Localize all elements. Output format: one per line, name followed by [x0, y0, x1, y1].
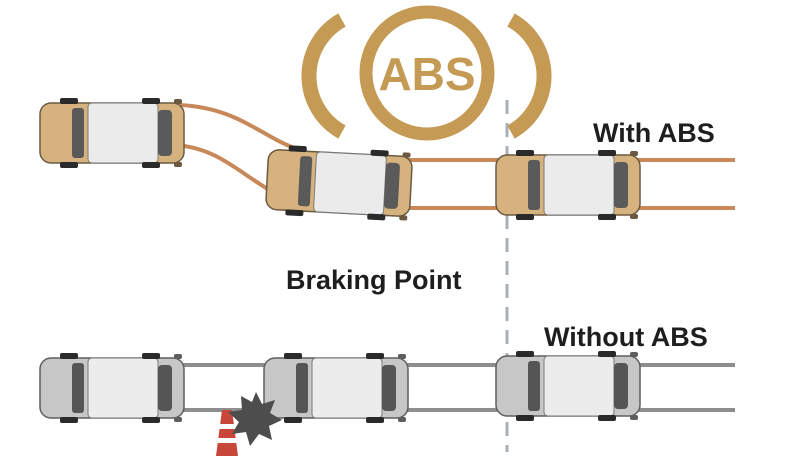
- traffic-cone-icon: [216, 410, 238, 456]
- braking-point-label: Braking Point: [286, 265, 462, 295]
- car-with-abs-2: [264, 143, 414, 223]
- without-abs-label: Without ABS: [544, 322, 708, 352]
- abs-warning-icon: ABS: [301, 5, 552, 141]
- car-with-abs-3: [495, 149, 641, 221]
- collision-burst-icon: [228, 392, 282, 446]
- car-without-abs-2: [263, 352, 409, 424]
- abs-ring: [359, 5, 495, 141]
- car-with-abs-1: [39, 97, 185, 169]
- car-without-abs-3: [495, 350, 641, 422]
- abs-right-arc: [507, 13, 552, 139]
- abs-badge-text: ABS: [378, 48, 475, 100]
- car-without-abs-1: [39, 352, 185, 424]
- with-abs-track-lower: [174, 143, 735, 210]
- abs-left-arc: [301, 13, 346, 139]
- with-abs-label: With ABS: [593, 118, 715, 148]
